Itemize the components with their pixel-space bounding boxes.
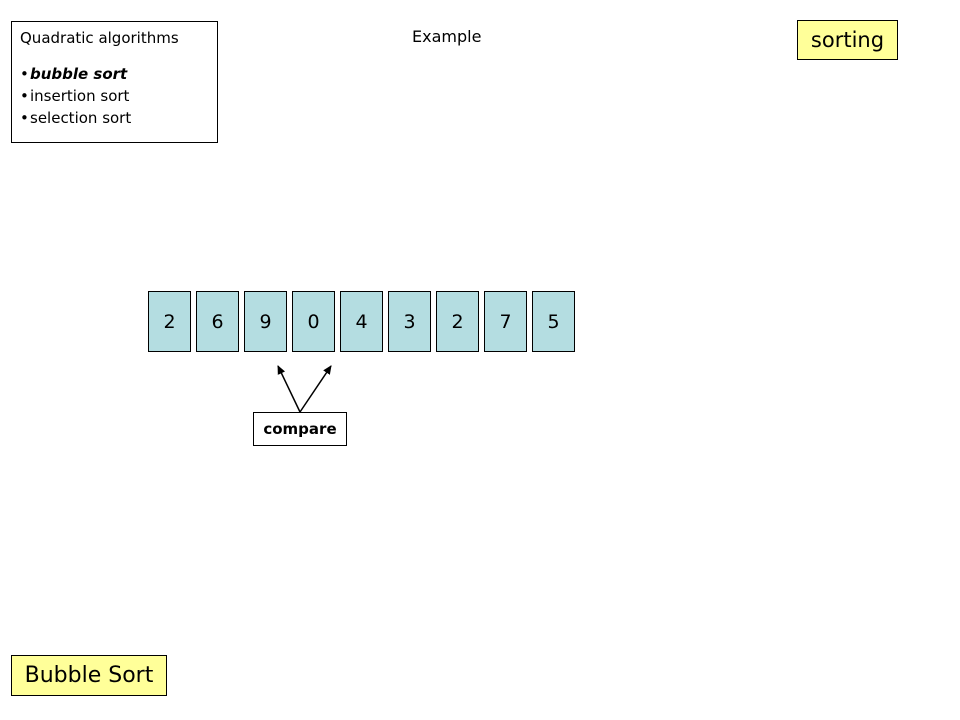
right-compare-arrow [299, 365, 332, 413]
array-cell: 5 [532, 291, 575, 352]
array-cell: 4 [340, 291, 383, 352]
algorithm-item-label: bubble sort [30, 65, 128, 83]
bullet-icon: • [20, 109, 29, 127]
bullet-icon: • [20, 87, 29, 105]
algorithm-item-selection-sort: • selection sort [20, 107, 209, 129]
bullet-icon: • [20, 65, 29, 83]
array-cell: 3 [388, 291, 431, 352]
algorithm-item-label: selection sort [30, 109, 132, 127]
algorithm-tag: Bubble Sort [11, 655, 167, 696]
array-row: 2 6 9 0 4 3 2 7 5 [148, 291, 575, 352]
left-compare-arrow [277, 365, 301, 413]
quadratic-algorithms-panel: Quadratic algorithms • bubble sort • ins… [11, 21, 218, 143]
algorithm-item-label: insertion sort [30, 87, 130, 105]
compare-label: compare [253, 412, 347, 446]
array-cell: 6 [196, 291, 239, 352]
algorithm-item-bubble-sort: • bubble sort [20, 63, 209, 85]
panel-title: Quadratic algorithms [20, 29, 179, 47]
array-cell: 9 [244, 291, 287, 352]
topic-tag: sorting [797, 20, 898, 60]
algorithm-list: • bubble sort • insertion sort • selecti… [20, 63, 209, 129]
array-cell: 0 [292, 291, 335, 352]
array-cell: 2 [436, 291, 479, 352]
array-cell: 2 [148, 291, 191, 352]
algorithm-item-insertion-sort: • insertion sort [20, 85, 209, 107]
example-heading: Example [412, 27, 482, 46]
array-cell: 7 [484, 291, 527, 352]
